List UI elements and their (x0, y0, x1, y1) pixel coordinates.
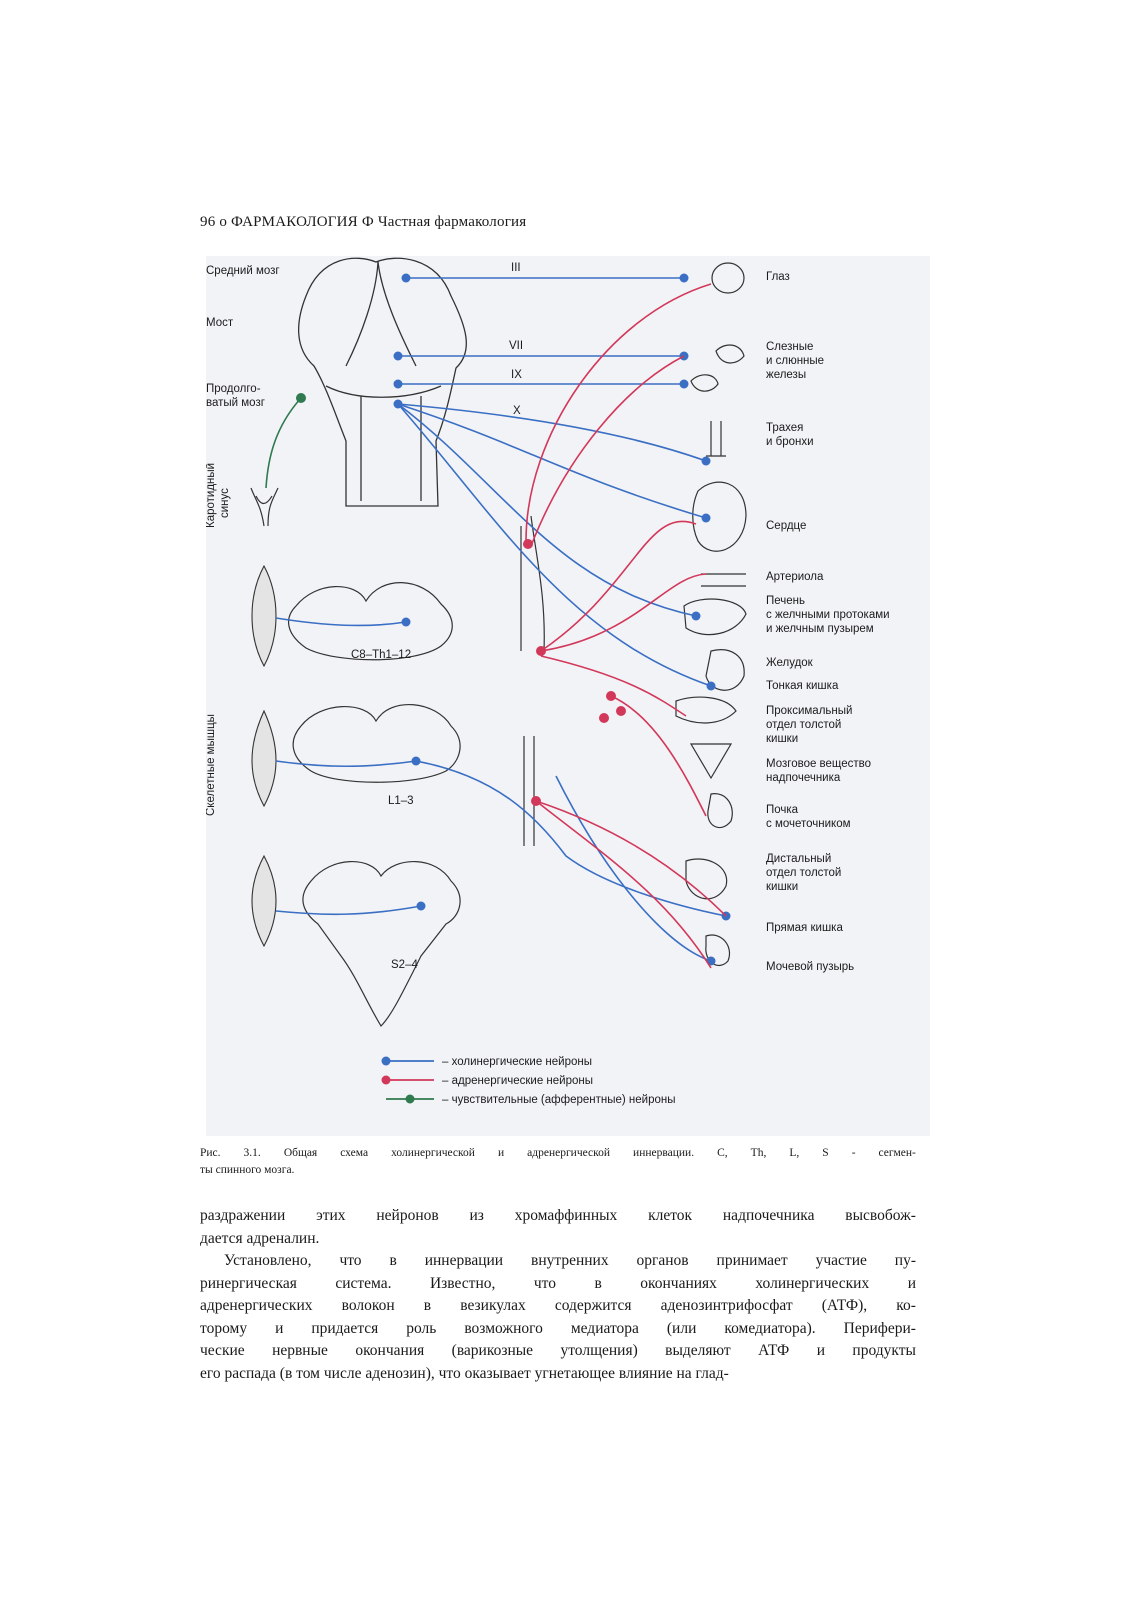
sensory-pathway (265, 397, 302, 489)
organ-label: Тонкая кишка (766, 680, 839, 692)
organ-label: Слезные (766, 341, 813, 353)
label-skeletal-muscles: Скелетные мышцы (206, 714, 217, 816)
body-line: дается адреналин. (200, 1229, 320, 1247)
label-carotid-2: синус (219, 488, 231, 518)
organ-label: железы (766, 369, 806, 381)
organ-label: Глаз (766, 271, 790, 283)
label-nerve-ix: IX (511, 369, 522, 381)
label-medulla-2: ватый мозг (206, 397, 265, 409)
body-line: раздражении этих нейронов из хромаффинны… (200, 1207, 916, 1224)
sensory-neuron (296, 393, 306, 403)
body-text: раздражении этих нейронов из хромаффинны… (200, 1205, 916, 1385)
figure-caption: Рис. 3.1. Общая схема холинергической и … (200, 1145, 916, 1179)
label-medulla-1: Продолго- (206, 383, 261, 395)
adrenergic-pathways (525, 283, 727, 969)
organ-label: кишки (766, 733, 798, 745)
organ-label: и слюнные (766, 355, 824, 367)
label-nerve-x: X (513, 405, 521, 417)
innervation-figure: Средний мозг Мост Продолго- ватый мозг К… (206, 256, 930, 1136)
body-line: Установлено, что в иннервации внутренних… (224, 1252, 916, 1269)
label-nerve-vii: VII (509, 340, 523, 352)
running-header: 96 о ФАРМАКОЛОГИЯ Ф Частная фармакология (200, 214, 527, 230)
body-line: адренергических волокон в везикулах соде… (200, 1297, 916, 1314)
organ-label: Печень (766, 595, 805, 607)
adrenergic-neurons (523, 539, 626, 806)
organ-label: Прямая кишка (766, 922, 843, 934)
caption-line-2: ты спинного мозга. (200, 1164, 295, 1176)
organ-label: Мозговое вещество (766, 758, 871, 770)
organ-outlines (675, 262, 747, 967)
cholinergic-neurons (393, 273, 731, 966)
organ-label: кишки (766, 881, 798, 893)
organ-label: Артериола (766, 571, 824, 583)
organ-label: Дистальный (766, 853, 831, 865)
label-midbrain: Средний мозг (206, 265, 280, 277)
organ-label: Почка (766, 804, 799, 816)
label-carotid-1: Каротидный (206, 463, 217, 528)
organ-label: Желудок (766, 657, 814, 669)
organ-label: отдел толстой (766, 719, 841, 731)
organ-label: надпочечника (766, 772, 841, 784)
organ-label: Проксимальный (766, 705, 852, 717)
body-line: его распада (в том числе аденозин), что … (200, 1364, 729, 1382)
legend-adrenergic: – адренергические нейроны (442, 1075, 593, 1087)
skeletal-muscles (251, 564, 277, 948)
label-segment-sacral: S2–4 (391, 959, 418, 971)
organ-label: и бронхи (766, 436, 814, 448)
body-line: ческие нервные окончания (варикозные уто… (200, 1342, 916, 1359)
organ-label: Сердце (766, 520, 806, 532)
organ-label: с желчными протоками (766, 609, 890, 621)
caption-line-1: Рис. 3.1. Общая схема холинергической и … (200, 1147, 916, 1159)
legend-cholinergic: – холинергические нейроны (442, 1056, 592, 1068)
organ-label: отдел толстой (766, 867, 841, 879)
body-line: ринергическая система. Известно, что в о… (200, 1274, 916, 1292)
cholinergic-pathways (275, 277, 727, 962)
legend-sensory: – чувствительные (афферентные) нейроны (442, 1094, 676, 1106)
body-line: торому и придается роль возможного медиа… (200, 1319, 916, 1337)
label-pons: Мост (206, 317, 234, 329)
organ-label: Трахея (766, 422, 803, 434)
brainstem-outline (297, 257, 467, 507)
label-nerve-iii: III (511, 262, 521, 274)
label-segment-lumbar: L1–3 (388, 795, 414, 807)
organ-label: с мочеточником (766, 818, 851, 830)
label-segment-thoracic: C8–Th1–12 (351, 649, 411, 661)
carotid-sinus-shape (250, 487, 279, 527)
legend: – холинергические нейроны – адренергичес… (381, 1056, 676, 1106)
organ-label: Мочевой пузырь (766, 961, 854, 973)
sympathetic-chain (520, 515, 545, 846)
spinal-sections (288, 582, 461, 1027)
innervation-diagram: Средний мозг Мост Продолго- ватый мозг К… (206, 257, 890, 1106)
organ-label: и желчным пузырем (766, 623, 874, 635)
